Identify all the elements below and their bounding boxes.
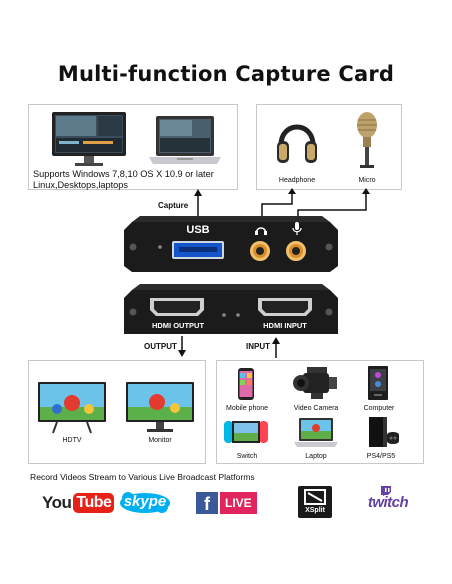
microphone-icon: [353, 111, 381, 171]
skype-text: skype: [123, 493, 167, 510]
headphone-jack: [250, 241, 270, 261]
xsplit-icon: [304, 489, 326, 505]
hdtv-icon: [37, 381, 107, 435]
input-devices-box: Mobile phone Video Camera Computer Switc…: [216, 360, 424, 464]
switch-console-icon: [223, 419, 269, 445]
monitor-label: Monitor: [148, 437, 172, 444]
youtube-tube-text: Tube: [73, 493, 115, 513]
facebook-live-text: LIVE: [220, 492, 257, 514]
microphone-jack: [286, 241, 306, 261]
xsplit-logo: XSplit: [298, 486, 332, 518]
facebook-f-icon: f: [196, 492, 218, 514]
page-title: Multi-function Capture Card: [57, 62, 395, 86]
input-label: INPUT: [246, 342, 270, 351]
laptop-image: [147, 115, 223, 167]
xsplit-text: XSplit: [305, 507, 325, 514]
headphone-label: Headphone: [278, 177, 316, 184]
capture-card-top: USB: [120, 214, 342, 274]
usb-port-label: USB: [186, 224, 210, 236]
capture-card-bottom: HDMI OUTPUT HDMI INPUT: [120, 284, 342, 336]
micro-label: Micro: [358, 177, 376, 184]
hdmi-input-label: HDMI INPUT: [263, 321, 307, 330]
ps4-ps5-label: PS4/PS5: [366, 453, 396, 460]
microphone-jack-icon: [292, 222, 302, 236]
twitch-text: twitch: [367, 494, 409, 511]
support-text-line1: Supports Windows 7,8,10 OS X 10.9 or lat…: [33, 169, 214, 179]
laptop-icon: [293, 417, 339, 449]
mobile-phone-label: Mobile phone: [225, 405, 269, 412]
hdmi-output-label: HDMI OUTPUT: [151, 321, 205, 330]
output-devices-box: HDTV Monitor: [28, 360, 206, 464]
headphone-jack-icon: [254, 224, 268, 236]
computer-tower-icon: [367, 365, 389, 401]
facebook-live-logo: f LIVE: [196, 492, 257, 514]
pc-support-box: Supports Windows 7,8,10 OS X 10.9 or lat…: [28, 104, 238, 190]
output-label: OUTPUT: [144, 342, 177, 351]
support-text-line2: Linux,Desktops,laptops: [33, 180, 128, 190]
switch-label: Switch: [236, 453, 258, 460]
connector-lines-top: [194, 188, 370, 222]
mobile-phone-icon: [237, 367, 255, 401]
youtube-logo: You Tube: [42, 491, 115, 515]
skype-cloud-shape: [120, 492, 170, 513]
video-camera-icon: [293, 365, 339, 401]
skype-logo: skype: [118, 489, 172, 515]
connector-lines-bottom: [178, 336, 280, 358]
ps4-console-icon: [365, 415, 401, 449]
monitor-icon: [125, 381, 195, 435]
headphone-icon: [275, 113, 319, 169]
twitch-logo: twitch: [366, 486, 410, 516]
audio-devices-box: Headphone Micro: [256, 104, 402, 190]
hdtv-label: HDTV: [62, 437, 82, 444]
computer-label: Computer: [363, 405, 395, 412]
usb-port: [172, 241, 224, 259]
youtube-you-text: You: [42, 493, 72, 512]
twitch-glitch-icon: [381, 486, 391, 496]
laptop-label: Laptop: [305, 453, 327, 460]
capture-label: Capture: [158, 201, 189, 210]
desktop-monitor-image: [51, 111, 127, 167]
platforms-heading: Record Videos Stream to Various Live Bro…: [30, 472, 255, 482]
video-camera-label: Video Camera: [293, 405, 339, 412]
